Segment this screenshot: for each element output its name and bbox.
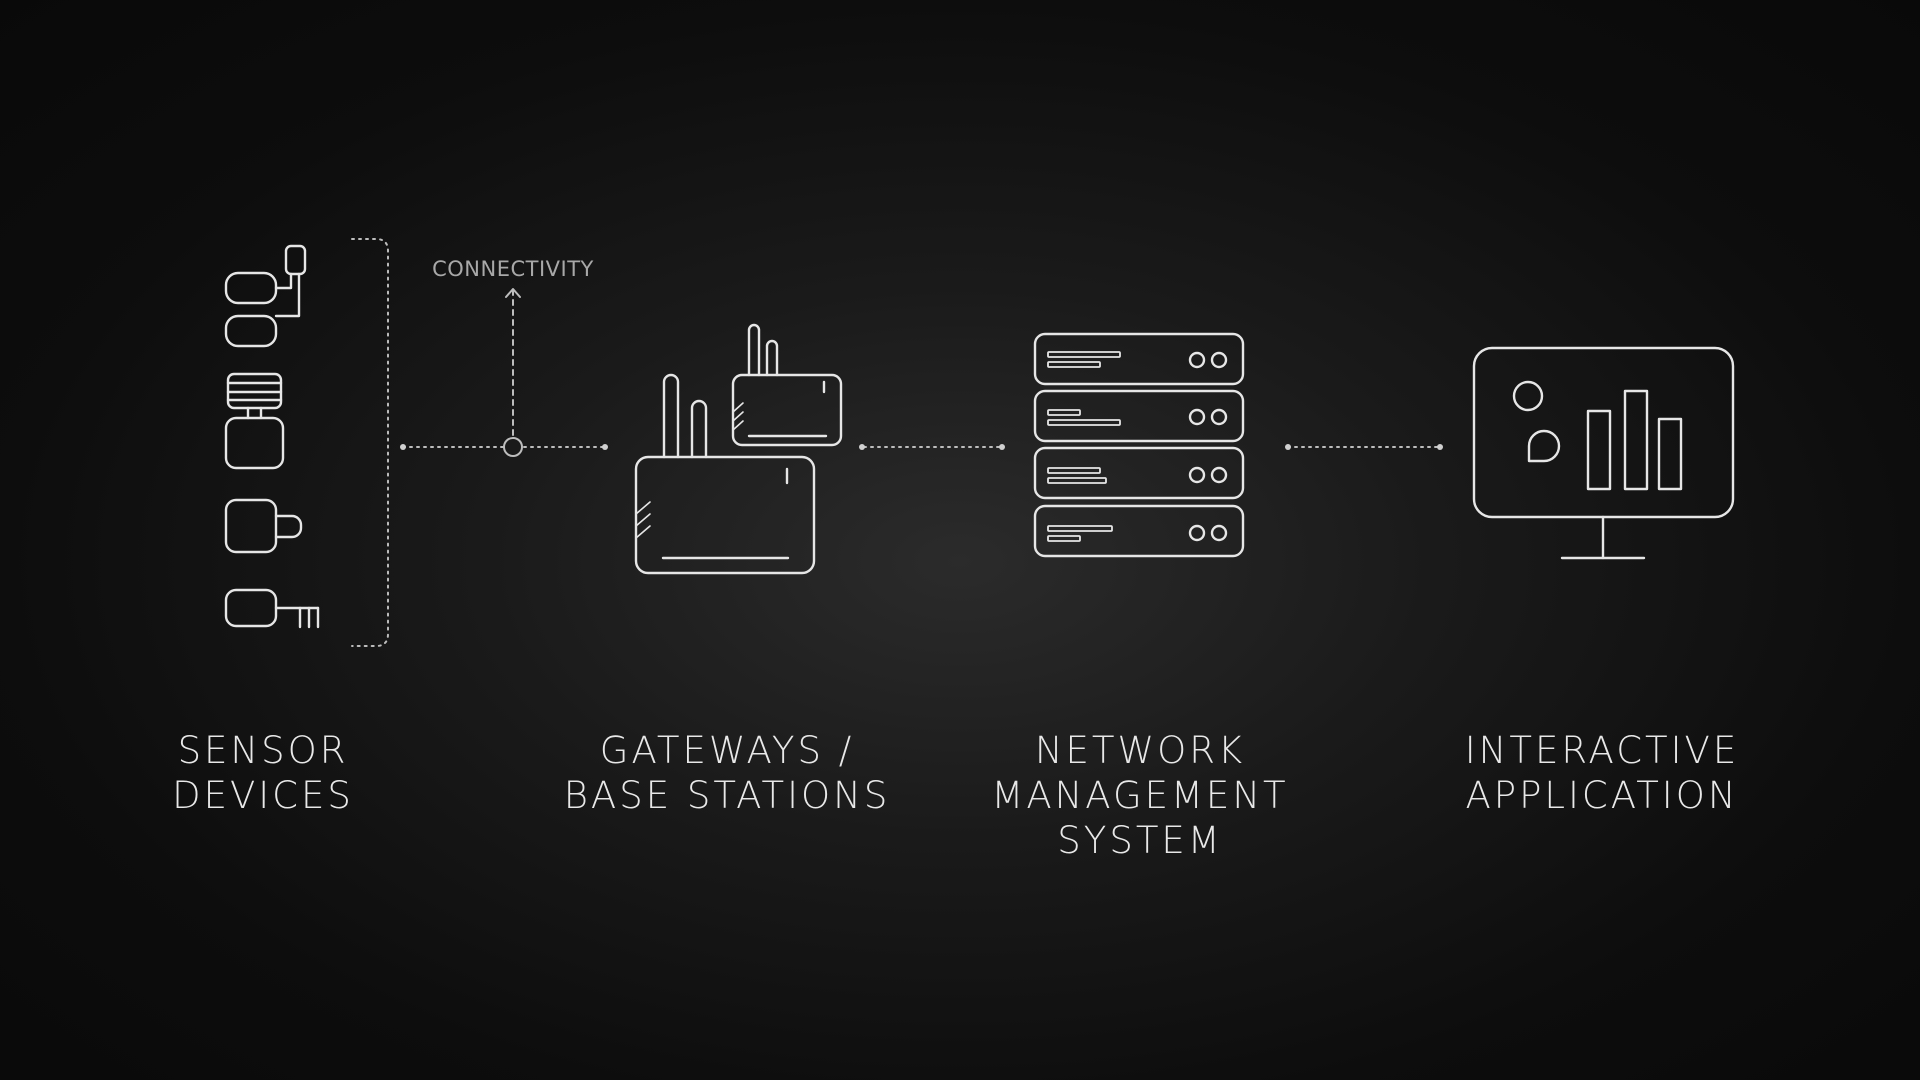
stage-label-interactive-application: INTERACTIVE APPLICATION bbox=[1464, 729, 1740, 817]
server-unit bbox=[1033, 446, 1245, 500]
server-unit bbox=[1033, 389, 1245, 443]
temperature-probe-sensor-icon bbox=[224, 244, 307, 348]
camera-sensor-icon bbox=[224, 498, 303, 554]
key-sensor-icon bbox=[224, 588, 320, 629]
stage-label-network-management: NETWORK MANAGEMENT SYSTEM bbox=[991, 729, 1289, 862]
stage-label-sensor-devices: SENSOR DEVICES bbox=[172, 729, 354, 817]
stacked-disc-sensor-icon bbox=[224, 372, 285, 470]
server-rack-icon bbox=[1033, 332, 1245, 558]
dotted-connectors bbox=[402, 289, 1439, 448]
stage-label-gateways: GATEWAYS / BASE STATIONS bbox=[563, 729, 891, 817]
connectivity-label: CONNECTIVITY bbox=[432, 257, 594, 281]
server-unit bbox=[1033, 332, 1245, 386]
connectivity-arrow-icon bbox=[505, 288, 521, 298]
connector-end-dots bbox=[400, 444, 1443, 450]
router-with-antennas-icon bbox=[634, 323, 843, 575]
connectivity-node bbox=[503, 437, 523, 457]
sensor-group-bracket bbox=[351, 238, 389, 647]
server-unit bbox=[1033, 504, 1245, 558]
dashboard-monitor-icon bbox=[1472, 346, 1735, 560]
